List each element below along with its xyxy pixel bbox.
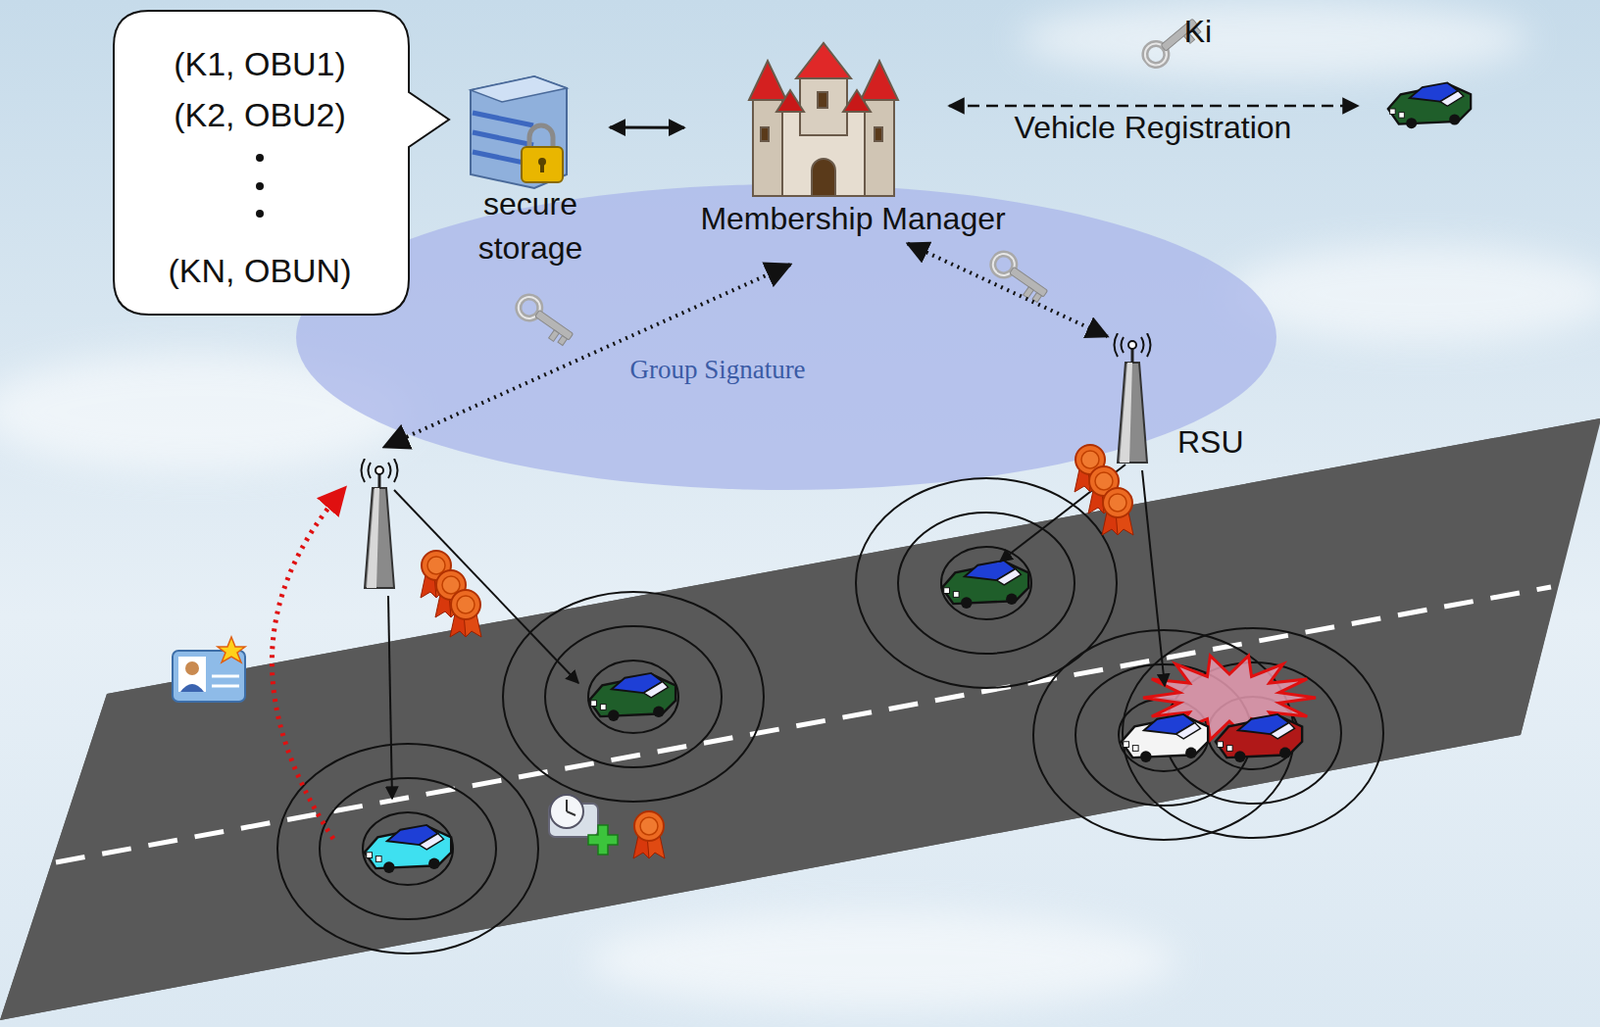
key-pair-entry: (K2, OBU2) [173, 95, 347, 136]
ellipsis-dot [255, 153, 264, 162]
ellipsis-dot [255, 209, 264, 218]
ellipsis-dot [255, 182, 264, 191]
key-label: Ki [1184, 13, 1212, 50]
node-label: RSU [1177, 420, 1245, 465]
bubble-shape [113, 10, 450, 315]
storage-node: secure storage [456, 74, 604, 271]
link-label: Vehicle Registration [1014, 109, 1293, 147]
key-pair-entry: (KN, OBUN) [168, 250, 352, 292]
link-arrow [609, 126, 685, 130]
key-pair-entry: (K1, OBU1) [173, 44, 347, 85]
node-label: Membership Manager [700, 197, 1005, 242]
callout-bubble: (K1, OBU1) (K2, OBU2) (KN, OBUN) [112, 9, 451, 317]
rsu-node: RSU [1112, 338, 1250, 469]
region-label: Group Signature [629, 354, 805, 386]
manager-node: Membership Manager [690, 49, 1016, 242]
link-arrow [907, 244, 1108, 338]
node-label: secure storage [456, 182, 604, 271]
